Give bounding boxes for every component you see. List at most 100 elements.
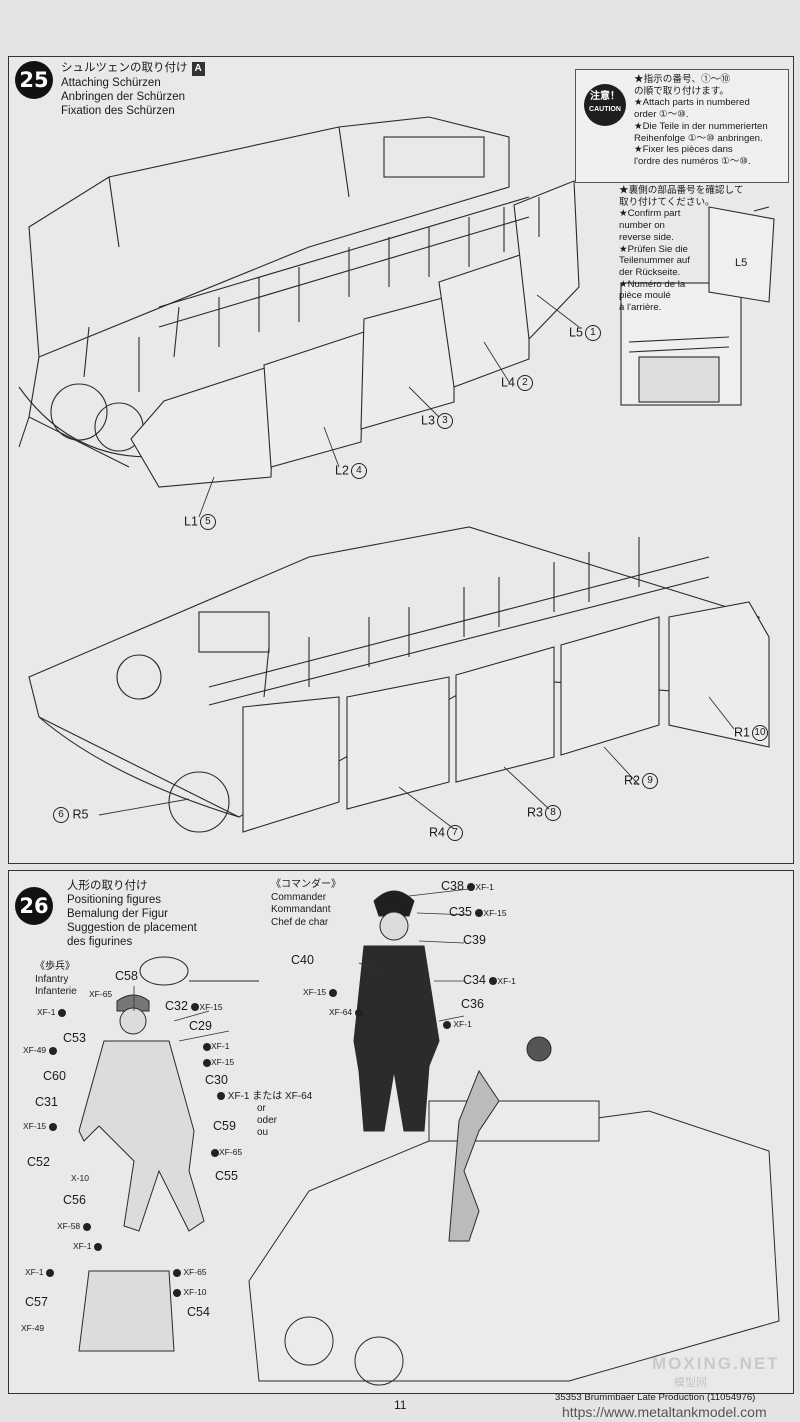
- step-26-panel: 26 人形の取り付け Positioning figures Bemalung …: [8, 870, 794, 1394]
- paint-code: XF-1: [73, 1241, 92, 1251]
- part-c52: C52: [27, 1155, 50, 1169]
- note-line: à l'arrière.: [619, 302, 662, 314]
- paint-code: XF-15: [483, 908, 507, 918]
- paint-code: XF-49: [23, 1045, 47, 1055]
- part-name: L4: [501, 375, 515, 390]
- part-c40: C40: [291, 953, 314, 967]
- part-c58: C58: [115, 969, 138, 983]
- infantry-en: Infantry: [35, 973, 69, 985]
- caution-box: 注意！ CAUTION ★指示の番号、①～⑩ の順で取り付けます。 ★Attac…: [575, 69, 789, 183]
- paint-dot-icon: [45, 1268, 54, 1277]
- paint-dot-icon: [217, 1092, 225, 1101]
- paint-code: XF-1: [211, 1041, 230, 1051]
- order-number: 1: [584, 325, 601, 341]
- paint-c52-1: XF-15: [23, 1121, 57, 1131]
- step-number: 25: [15, 61, 53, 99]
- paint-dot-icon: [328, 988, 337, 997]
- paint-c40-1: XF-15: [303, 987, 337, 997]
- paint-code: XF-65: [219, 1147, 243, 1157]
- assembly-badge: A: [191, 62, 205, 76]
- note-line: pièce moulé: [619, 290, 671, 302]
- paint-dot-icon: [173, 1268, 181, 1277]
- caution-line: order ①～⑩.: [634, 109, 689, 121]
- part-c60: C60: [43, 1069, 66, 1083]
- commander-heading: 《コマンダー》 Commander Kommandant Chef de cha…: [271, 879, 341, 929]
- commander-fr: Chef de char: [271, 916, 329, 928]
- order-number: 8: [544, 805, 561, 821]
- note-line: Teilenummer auf: [619, 255, 690, 267]
- paint-code: XF-1: [37, 1007, 56, 1017]
- part-name: L1: [184, 514, 198, 529]
- title-de: Bemalung der Figur: [67, 908, 168, 920]
- paint-boot-1: XF-58: [57, 1221, 91, 1231]
- title-fr2: des figurines: [67, 936, 133, 948]
- paint-dot-icon: [211, 1148, 219, 1157]
- part-name: L5: [569, 325, 583, 340]
- caution-line: Reihenfolge ①～⑩ anbringen.: [634, 132, 763, 144]
- paint-code: XF-1 または XF-64: [227, 1091, 313, 1102]
- caution-line: の順で取り付けます。: [634, 85, 729, 97]
- paint-c54-1: XF-65: [173, 1267, 207, 1277]
- paint-c30-2: XF-15: [203, 1057, 234, 1067]
- part-c57: C57: [25, 1295, 48, 1309]
- part-c54: C54: [187, 1305, 210, 1319]
- paint-code: XF-10: [183, 1287, 207, 1297]
- paint-dot-icon: [443, 1020, 451, 1029]
- paint-c36: XF-1: [443, 1019, 472, 1029]
- order-number: 7: [446, 825, 463, 841]
- watermark-cn: 模型网: [674, 1377, 707, 1389]
- part-c35: C35 XF-15: [449, 905, 507, 919]
- note-line: reverse side.: [619, 231, 674, 243]
- part-name: R4: [429, 825, 445, 840]
- part-name: R2: [624, 773, 640, 788]
- caution-badge-en: CAUTION: [589, 106, 621, 113]
- or-text: or: [257, 1103, 266, 1114]
- part-name: L2: [335, 463, 349, 478]
- caution-text: ★指示の番号、①～⑩ の順で取り付けます。 ★Attach parts in n…: [634, 74, 768, 168]
- paint-dot-icon: [57, 1008, 66, 1017]
- part-c32: C32 XF-15: [165, 999, 223, 1013]
- note-line: number on: [619, 220, 665, 232]
- paint-c57-2: XF-49: [21, 1323, 45, 1333]
- note-line: 取り付けてください。: [619, 196, 715, 208]
- or-text: ou: [257, 1127, 269, 1138]
- paint-dot-icon: [48, 1046, 57, 1055]
- paint-dot-icon: [48, 1122, 57, 1131]
- product-code: 35353 Brummbaer Late Production (1105497…: [555, 1392, 756, 1403]
- part-name: R5: [72, 807, 89, 822]
- note-line: ★Numéro de la: [619, 278, 686, 290]
- part-label-r5: 6 R5: [51, 807, 88, 823]
- part-name: R1: [734, 725, 750, 740]
- order-number: 4: [350, 463, 367, 479]
- order-number: 9: [641, 773, 658, 789]
- paint-code: XF-1: [25, 1267, 44, 1277]
- order-number: 6: [53, 807, 69, 823]
- title-en: Attaching Schürzen: [61, 77, 161, 89]
- website-url[interactable]: https://www.metaltankmodel.com: [562, 1404, 767, 1420]
- part-c55: C55: [215, 1169, 238, 1183]
- paint-c30-1: XF-1: [203, 1041, 229, 1051]
- part-c34: C34 XF-1: [463, 973, 516, 987]
- infantry-heading: 《歩兵》 Infantry Infanterie: [35, 961, 77, 999]
- paint-c40-2: XF-64: [329, 1007, 363, 1017]
- note-line: der Rückseite.: [619, 266, 681, 278]
- paint-c53: XF-1: [37, 1007, 66, 1017]
- part-name: C35: [449, 905, 472, 919]
- step-number: 26: [15, 887, 53, 925]
- title-fr: Suggestion de placement: [67, 922, 197, 934]
- paint-c58: XF-65: [89, 989, 113, 999]
- note-line: ★裏側の部品番号を確認して: [619, 185, 744, 196]
- paint-c60: XF-49: [23, 1045, 57, 1055]
- part-name: C34: [463, 973, 486, 987]
- title-fr: Fixation des Schürzen: [61, 105, 175, 117]
- part-name: C38: [441, 879, 464, 893]
- part-c56: C56: [63, 1193, 86, 1207]
- paint-dot-icon: [475, 908, 484, 917]
